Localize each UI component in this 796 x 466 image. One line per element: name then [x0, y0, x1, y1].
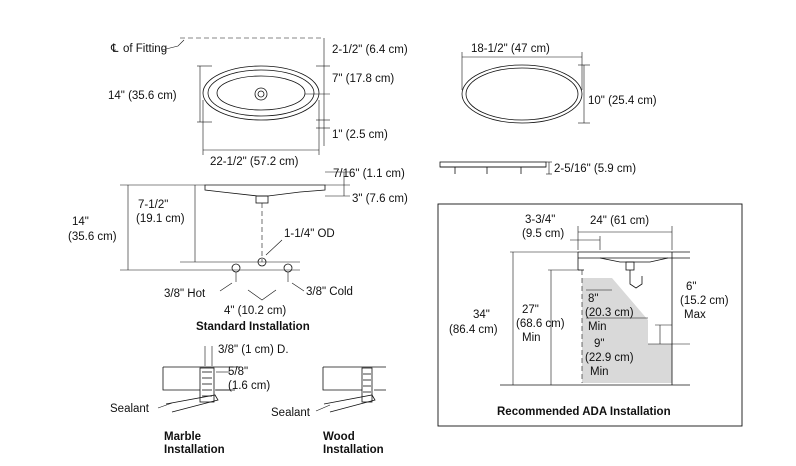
drain-stub — [255, 195, 269, 204]
ada-toe-metric: (20.3 cm) — [585, 307, 634, 319]
clear-floor-space — [582, 278, 672, 383]
ada-max-max: Max — [684, 309, 706, 321]
ada-drain — [625, 261, 635, 271]
marble-caption-line1: Marble — [164, 431, 201, 443]
ada-knee-min: Min — [522, 332, 541, 344]
marble-sink-lip — [165, 394, 219, 413]
ada-frame — [437, 203, 743, 427]
ada-toe-label: 8" — [588, 293, 598, 305]
cutout-height-label: 10" (25.4 cm) — [588, 95, 657, 107]
bolt-depth-metric: (1.6 cm) — [228, 380, 270, 392]
overall-height-metric: (35.6 cm) — [68, 231, 117, 243]
ada-knee-label: 27" — [522, 304, 539, 316]
center-label: 7" (17.8 cm) — [332, 73, 394, 85]
ada-toe-min: Min — [588, 321, 607, 333]
ada-caption: Recommended ADA Installation — [497, 406, 671, 418]
cutout-inner — [465, 67, 579, 121]
cutout-width-label: 18-1/2" (47 cm) — [471, 43, 550, 55]
cutout-outline — [461, 64, 583, 124]
total-height-metric: (19.1 cm) — [136, 213, 185, 225]
ada-sink-bowl — [599, 257, 669, 263]
bolt-depth-label: 5/8" — [228, 366, 248, 378]
ada-max-label: 6" — [686, 281, 696, 293]
ada-front-label: 3-3/4" — [525, 214, 555, 226]
wood-counter — [322, 366, 386, 391]
cold-label: 3/8" Cold — [306, 286, 353, 298]
top-depth-label: 14" (35.6 cm) — [108, 90, 177, 102]
sink-profile — [204, 184, 326, 197]
ada-p-trap — [629, 270, 643, 289]
sink-rim-inner — [207, 69, 315, 117]
ada-max-metric: (15.2 cm) — [680, 295, 729, 307]
wood-caption-line1: Wood — [323, 431, 355, 443]
standard-installation-caption: Standard Installation — [196, 321, 310, 333]
spacing-label: 4" (10.2 cm) — [224, 305, 286, 317]
drain-inner — [257, 90, 265, 98]
bolt-diameter-label: 3/8" (1 cm) D. — [218, 344, 289, 356]
ada-front-metric: (9.5 cm) — [522, 228, 564, 240]
sealant-label-marble: Sealant — [110, 403, 150, 415]
template-edge — [439, 161, 547, 168]
marble-caption-line2: Installation — [164, 444, 225, 456]
rim-label: 1" (2.5 cm) — [332, 129, 388, 141]
ada-height-label: 34" — [473, 309, 490, 321]
cold-supply — [283, 263, 293, 273]
sink-outer-rim — [202, 65, 320, 121]
hot-supply — [231, 263, 241, 273]
top-view: ℄ of Fitting 14" (35.6 cm) 22-1/2" (57.2… — [108, 37, 408, 168]
ada-toe2-metric: (22.9 cm) — [585, 352, 634, 364]
wood-caption-line2: Installation — [323, 444, 384, 456]
ada-knee-metric: (68.6 cm) — [516, 318, 565, 330]
marble-bolt — [199, 367, 215, 403]
drain-outlet — [257, 257, 267, 267]
hot-label: 3/8" Hot — [164, 288, 206, 300]
sink-bowl — [216, 75, 306, 111]
overall-height-label: 14" — [72, 216, 89, 228]
ada-toe2-label: 9" — [594, 338, 604, 350]
centerline-symbol: ℄ — [110, 43, 119, 55]
cl-of-fitting-label: of Fitting — [123, 43, 167, 55]
cutout-view: 18-1/2" (47 cm) 10" (25.4 cm) 2-5/16" (5… — [439, 43, 657, 175]
ada-installation: 3-3/4" (9.5 cm) 24" (61 cm) 34" (86.4 cm… — [437, 203, 743, 427]
ada-height-metric: (86.4 cm) — [449, 324, 498, 336]
mounting-details: 3/8" (1 cm) D. 5/8" (1.6 cm) Sealant Mar… — [110, 344, 386, 456]
sealant-label-wood: Sealant — [271, 407, 311, 419]
rim-height-label: 7/16" (1.1 cm) — [333, 168, 405, 180]
setback-label: 2-1/2" (6.4 cm) — [332, 44, 408, 56]
drain-outer — [254, 87, 268, 101]
bowl-depth-label: 3" (7.6 cm) — [352, 193, 408, 205]
top-width-label: 22-1/2" (57.2 cm) — [210, 156, 299, 168]
ada-toe2-min: Min — [590, 366, 609, 378]
ada-counter-depth-label: 24" (61 cm) — [590, 215, 649, 227]
side-view: 7/16" (1.1 cm) 3" (7.6 cm) 7-1/2" (19.1 … — [68, 168, 408, 333]
total-height-label: 7-1/2" — [138, 199, 168, 211]
thickness-label: 2-5/16" (5.9 cm) — [554, 163, 636, 175]
drain-od-label: 1-1/4" OD — [284, 228, 335, 240]
wood-sink-lip — [323, 394, 376, 413]
